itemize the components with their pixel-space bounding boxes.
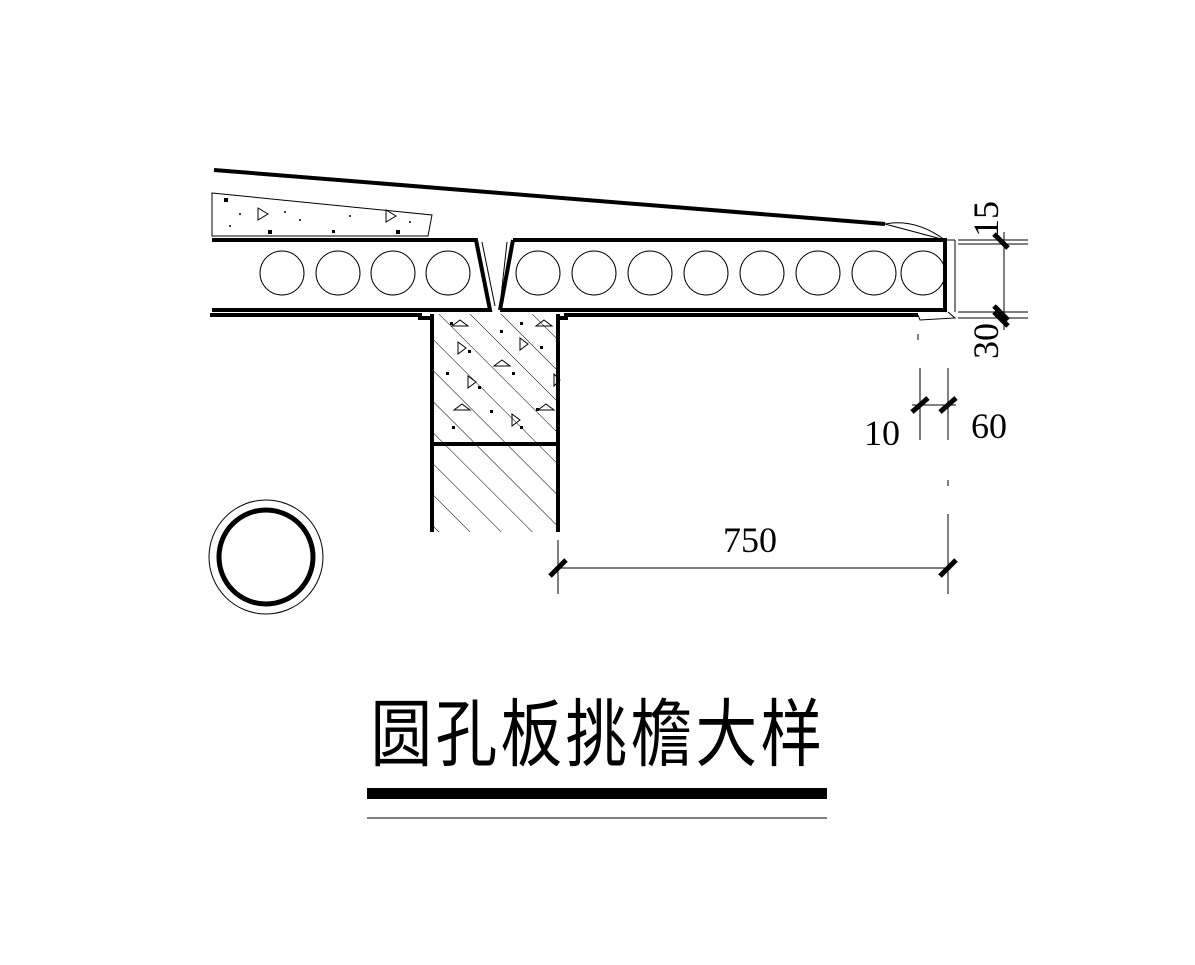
ceiling-lines [210, 311, 957, 321]
dimension-overhang: 750 [548, 514, 958, 594]
slab-core [571, 250, 617, 296]
dimension-vertical: 15 30 [958, 201, 1028, 359]
roof-slope-line [213, 168, 946, 241]
drawing-title: 圆孔板挑檐大样 [371, 692, 826, 778]
title-underline-thick [367, 788, 827, 799]
brick-wall [430, 314, 560, 532]
hollow-core-slab [212, 238, 956, 312]
slab-core [259, 250, 305, 296]
slab-core [851, 250, 897, 296]
slab-core [515, 250, 561, 296]
screed-wedge [211, 192, 433, 237]
dimension-750-label: 750 [723, 520, 777, 560]
slab-core [683, 250, 729, 296]
section-circle-symbol [208, 499, 324, 615]
dimension-10-label: 10 [864, 413, 900, 453]
slab-core [370, 250, 416, 296]
dimension-30-label: 30 [966, 323, 1006, 359]
slab-core [425, 250, 471, 296]
slab-core [739, 250, 785, 296]
dimension-60-label: 60 [971, 406, 1007, 446]
dimension-15-label: 15 [966, 201, 1006, 237]
dimension-drip: 10 60 [864, 334, 1007, 486]
slab-core [900, 250, 946, 296]
slab-core [627, 250, 673, 296]
drawing-title-block: 圆孔板挑檐大样 [367, 692, 827, 819]
slab-core [315, 250, 361, 296]
ring-beam [432, 314, 561, 446]
slab-core [795, 250, 841, 296]
slab-cores [259, 250, 946, 296]
